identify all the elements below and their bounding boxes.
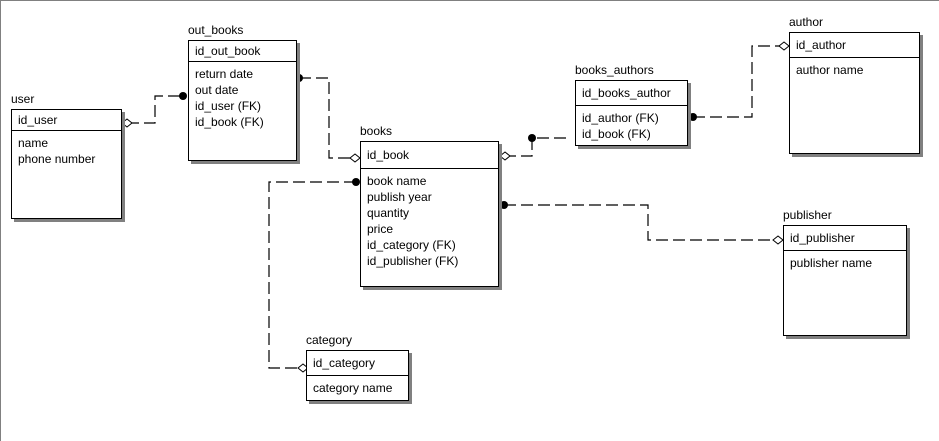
rel-out-books-books: [299, 77, 356, 159]
entity-publisher-box: id_publisher publisher name: [783, 225, 907, 336]
entity-category-pk: id_category: [307, 351, 408, 376]
entity-author-box: id_author author name: [789, 32, 920, 154]
attr: price: [367, 222, 394, 236]
attr: id_category (FK): [367, 238, 456, 252]
attr: quantity: [367, 206, 410, 220]
attr: id_user (FK): [195, 99, 262, 113]
attr: name: [18, 136, 49, 150]
entity-user-pk: id_user: [12, 110, 121, 131]
entity-user-box: id_user name phone number: [11, 109, 122, 219]
diamond-author: [778, 41, 790, 51]
attr: publish year: [367, 190, 432, 204]
entity-user[interactable]: user id_user name phone number: [11, 92, 122, 219]
entity-category-attrs: category name: [307, 376, 408, 396]
dot-out-books-user: [179, 92, 187, 100]
rel-books-publisher: [504, 204, 779, 241]
entity-books[interactable]: books id_book book name publish year qua…: [360, 124, 499, 287]
entity-books-pk: id_book: [361, 142, 498, 169]
entity-books-authors-attrs: id_author (FK) id_book (FK): [576, 106, 687, 142]
entity-books-name: books: [360, 124, 393, 138]
attr: book name: [367, 174, 427, 188]
dot-books-publisher: [500, 201, 508, 209]
attr: publisher name: [790, 256, 873, 270]
entity-publisher-name: publisher: [783, 208, 832, 222]
rel-user-out-books: [127, 95, 183, 124]
entity-user-attrs: name phone number: [12, 131, 121, 167]
entity-author-name: author: [789, 15, 824, 29]
attr: out date: [195, 83, 239, 97]
entity-out-books-box: id_out_book return date out date id_user…: [188, 40, 297, 161]
entity-out-books-name: out_books: [188, 23, 244, 37]
entity-author-attrs: author name: [790, 58, 919, 78]
attr: return date: [195, 67, 254, 81]
rel-books-category: [268, 181, 356, 369]
entity-category-name: category: [306, 333, 353, 347]
entity-books-authors-pk: id_books_author: [576, 81, 687, 106]
attr: author name: [796, 63, 864, 77]
entity-out-books-pk: id_out_book: [189, 41, 296, 62]
diamond-publisher: [772, 235, 784, 245]
entity-author[interactable]: author id_author author name: [789, 15, 920, 154]
entity-publisher[interactable]: publisher id_publisher publisher name: [783, 208, 907, 336]
entity-category[interactable]: category id_category category name: [306, 333, 409, 401]
diamond-books-ba: [499, 151, 511, 161]
rel-books-authors-author: [693, 45, 785, 118]
dot-books-authors-books: [528, 134, 536, 142]
attr: id_author (FK): [582, 111, 659, 125]
entity-books-authors-name: books_authors: [575, 63, 654, 77]
entity-publisher-pk: id_publisher: [784, 226, 906, 251]
attr: category name: [313, 381, 393, 395]
diamond-user: [121, 118, 133, 128]
entity-books-box: id_book book name publish year quantity …: [360, 141, 499, 287]
entity-user-name: user: [11, 92, 35, 106]
diamond-books-out: [349, 153, 361, 163]
entity-books-authors[interactable]: books_authors id_books_author id_author …: [575, 63, 688, 146]
rel-books-books-authors: [504, 137, 571, 157]
dot-out-books-books: [295, 74, 303, 82]
attr: id_publisher (FK): [367, 254, 459, 268]
dot-books-category: [352, 178, 360, 186]
attr: id_book (FK): [195, 115, 264, 129]
attr: id_book (FK): [582, 127, 651, 141]
entity-books-attrs: book name publish year quantity price id…: [361, 169, 498, 269]
entity-books-authors-box: id_books_author id_author (FK) id_book (…: [575, 80, 688, 146]
entity-publisher-attrs: publisher name: [784, 251, 906, 271]
attr: phone number: [18, 152, 96, 166]
entity-out-books[interactable]: out_books id_out_book return date out da…: [188, 23, 297, 161]
entity-category-box: id_category category name: [306, 350, 409, 401]
entity-author-pk: id_author: [790, 33, 919, 58]
entity-out-books-attrs: return date out date id_user (FK) id_boo…: [189, 62, 296, 130]
dot-books-authors-author: [689, 113, 697, 121]
